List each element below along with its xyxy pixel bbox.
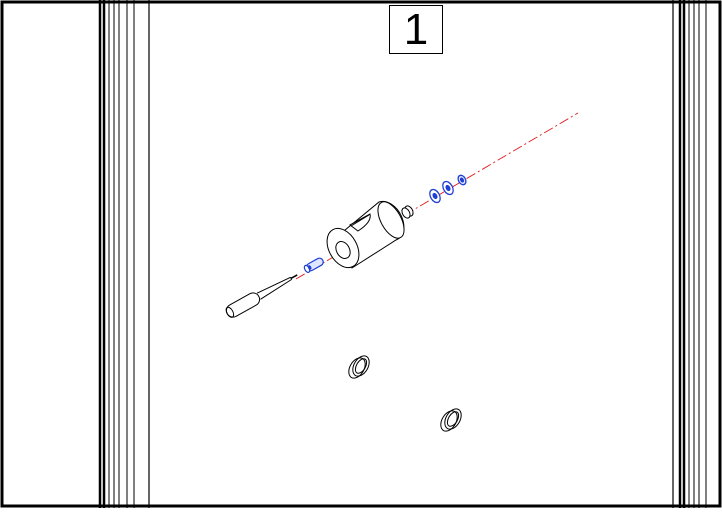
right-rail (672, 0, 707, 508)
cylinder-housing (326, 200, 405, 269)
o-ring-1 (348, 355, 370, 379)
small-nut (401, 205, 414, 219)
washer-2 (442, 180, 454, 196)
blue-nut (457, 174, 467, 186)
step-number-box: 1 (389, 5, 443, 54)
step-number: 1 (403, 4, 429, 54)
screwdriver (225, 274, 298, 318)
blue-pin (303, 257, 324, 273)
left-rail (98, 0, 150, 508)
washer-1 (429, 188, 441, 204)
o-ring-2 (440, 408, 462, 432)
